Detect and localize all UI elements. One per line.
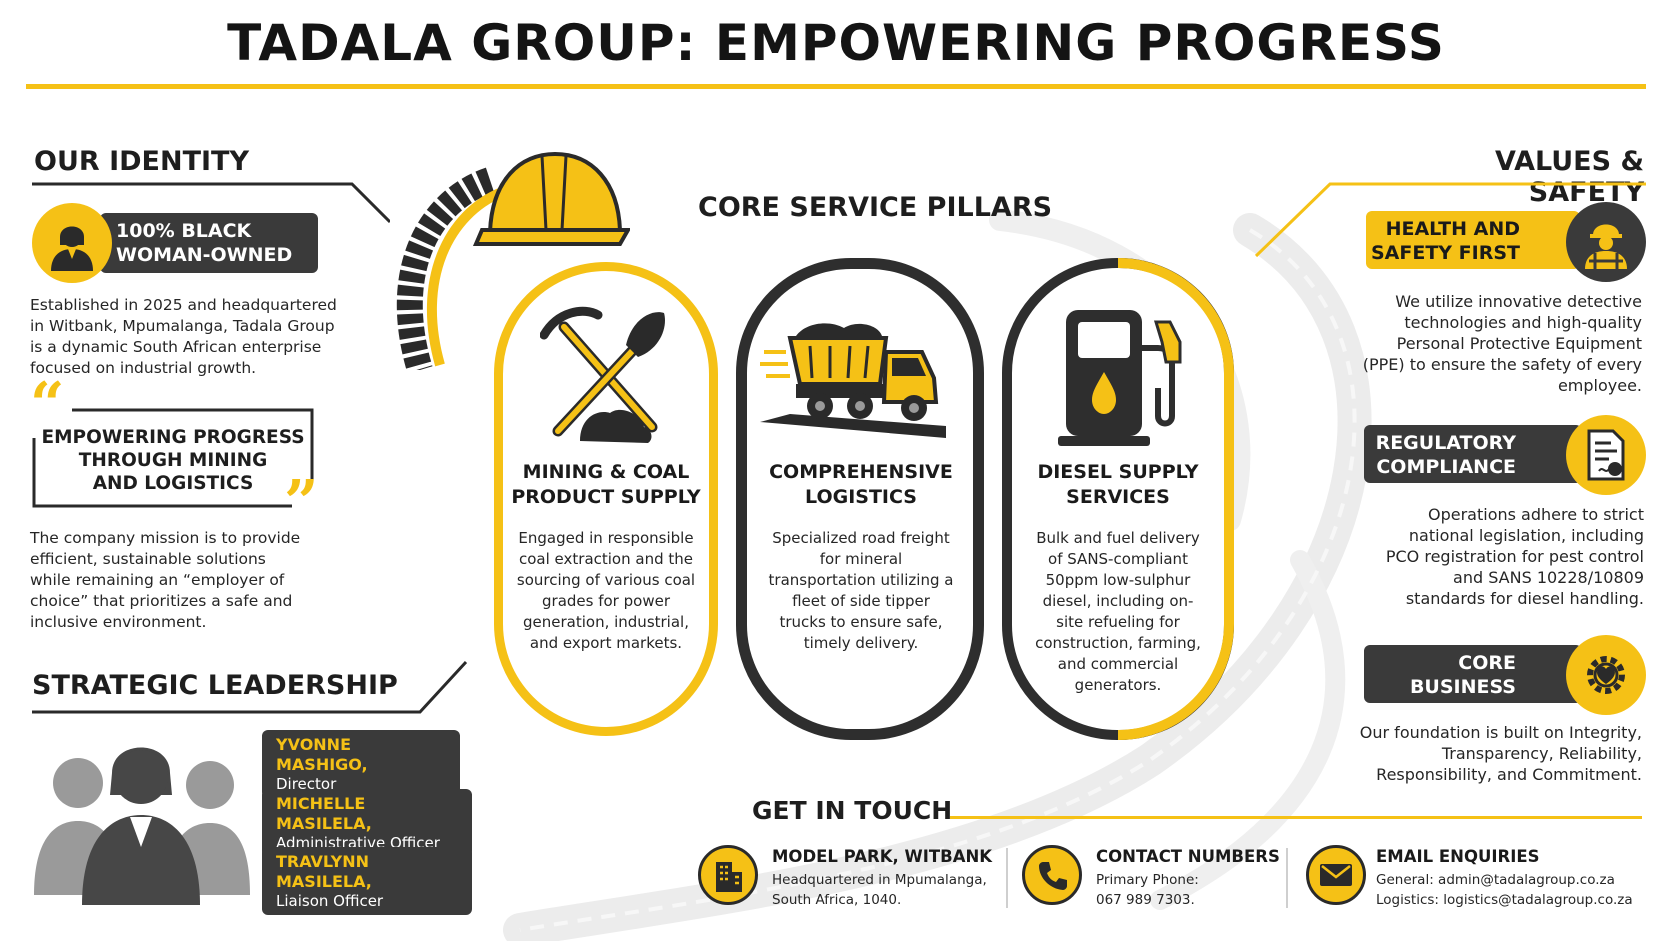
pillar-diesel-text: Bulk and fuel delivery of SANS-compliant… <box>1035 529 1201 694</box>
pillar-logistics-text: Specialized road freight for mineral tra… <box>768 529 954 652</box>
leader-role: Liaison Officer <box>276 892 384 910</box>
value-badge-compliance-line1: REGULATORY <box>1375 432 1516 454</box>
leader-name: YVONNE MASHIGO, <box>276 735 368 774</box>
value-badge-safety-line2: SAFETY FIRST <box>1370 242 1520 264</box>
value-text-virtues: Our foundation is built on Integrity, Tr… <box>1359 723 1642 784</box>
contact-divider <box>1006 848 1008 908</box>
contact-address-line2: South Africa, 1040. <box>772 892 902 908</box>
safety-worker-icon <box>1566 202 1646 282</box>
pillar-mining-text: Engaged in responsible coal extraction a… <box>516 529 696 652</box>
contact-phone-text: Primary Phone: 067 989 7303. <box>1096 870 1199 910</box>
envelope-icon <box>1306 845 1366 905</box>
tipper-truck-icon <box>760 323 946 438</box>
contact-divider <box>1286 848 1288 908</box>
values-heading-line <box>1254 182 1646 258</box>
pillar-mining-title-line1: MINING & COAL <box>522 461 690 483</box>
leadership-heading: STRATEGIC LEADERSHIP <box>32 670 398 701</box>
leader-name: MICHELLE MASILELA, <box>276 794 372 833</box>
contact-heading: GET IN TOUCH <box>752 796 953 825</box>
value-badge-safety-line1: HEALTH AND <box>1385 218 1520 240</box>
ownership-badge-line1: 100% BLACK <box>116 220 252 242</box>
pillar-mining-title: MINING & COAL PRODUCT SUPPLY <box>508 460 704 510</box>
hard-hat-road-icon <box>396 151 630 370</box>
phone-icon <box>1022 845 1082 905</box>
contact-email-logistics[interactable]: Logistics: logistics@tadalagroup.co.za <box>1376 892 1633 908</box>
contact-address-title: MODEL PARK, WITBANK <box>772 847 993 866</box>
pillar-logistics-title: COMPREHENSIVE LOGISTICS <box>758 460 964 510</box>
leadership-heading-line <box>32 660 468 714</box>
title-underline <box>26 84 1646 89</box>
pillar-logistics-title-line1: COMPREHENSIVE <box>769 461 953 483</box>
building-icon <box>698 845 758 905</box>
leader-role: Director <box>276 775 337 793</box>
mission-quote: EMPOWERING PROGRESS THROUGH MINING AND L… <box>38 426 308 495</box>
fuel-pump-icon <box>1058 310 1182 446</box>
identity-heading: OUR IDENTITY <box>34 146 249 177</box>
mission-quote-line3: AND LOGISTICS <box>92 473 254 494</box>
value-badge-virtues-line2: VIRTUES <box>1425 700 1516 722</box>
mission-quote-line1: EMPOWERING PROGRESS <box>41 427 305 448</box>
quote-bracket-frame <box>32 408 314 508</box>
pillar-diesel-title-line2: SERVICES <box>1066 486 1170 508</box>
mission-quote-line2: THROUGH MINING <box>78 450 268 471</box>
contact-heading-line <box>950 816 1642 819</box>
pillar-diesel-title: DIESEL SUPPLY SERVICES <box>1020 460 1216 510</box>
identity-description: Established in 2025 and headquartered in… <box>30 296 337 377</box>
leader-card-1: YVONNE MASHIGO, Director <box>262 730 460 798</box>
leader-name: TRAVLYNN MASILELA, <box>276 852 372 891</box>
mission-statement: The company mission is to provide effici… <box>30 529 301 631</box>
pillar-mining-title-line2: PRODUCT SUPPLY <box>511 486 701 508</box>
contact-phone-title: CONTACT NUMBERS <box>1096 847 1280 866</box>
contact-phone-line1: Primary Phone: <box>1096 872 1199 888</box>
contact-address-line1: Headquartered in Mpumalanga, <box>772 872 987 888</box>
value-text-safety: We utilize innovative detective technolo… <box>1362 292 1642 395</box>
pillar-mining <box>494 262 718 736</box>
contact-email-general[interactable]: General: admin@tadalagroup.co.za <box>1376 872 1615 888</box>
contact-phone-number[interactable]: 067 989 7303. <box>1096 892 1195 908</box>
pickaxe-shovel-icon <box>540 306 665 443</box>
ownership-badge-line2: WOMAN-OWNED <box>116 244 293 266</box>
page-title: TADALA GROUP: EMPOWERING PROGRESS <box>227 14 1445 72</box>
value-badge-virtues-line1: CORE BUSINESS <box>1409 652 1516 698</box>
leader-card-3: TRAVLYNN MASILELA, Liaison Officer <box>262 847 472 915</box>
contact-email-text: General: admin@tadalagroup.co.za Logisti… <box>1376 870 1633 910</box>
identity-heading-line <box>32 182 390 224</box>
businesswoman-icon <box>32 203 112 283</box>
ownership-badge: 100% BLACK WOMAN-OWNED <box>100 213 318 273</box>
value-badge-virtues: CORE BUSINESS VIRTUES <box>1364 645 1582 722</box>
value-text-compliance: Operations adhere to strict national leg… <box>1385 505 1644 608</box>
value-badge-compliance: REGULATORY COMPLIANCE <box>1364 425 1582 483</box>
pillar-logistics-title-line2: LOGISTICS <box>805 486 917 508</box>
pillars-heading: CORE SERVICE PILLARS <box>698 192 1053 223</box>
pillar-diesel-yellow-arc <box>1117 258 1234 740</box>
close-quote-mark: ” <box>284 468 319 538</box>
value-badge-safety: HEALTH AND SAFETY FIRST <box>1366 211 1580 269</box>
gear-heart-icon <box>1566 635 1646 715</box>
leadership-people-icon <box>34 747 250 905</box>
value-badge-compliance-line2: COMPLIANCE <box>1376 456 1516 478</box>
pillar-diesel-title-line1: DIESEL SUPPLY <box>1037 461 1199 483</box>
contact-email-title: EMAIL ENQUIRIES <box>1376 847 1540 866</box>
values-heading: VALUES & SAFETY <box>1495 146 1644 208</box>
compliance-document-icon <box>1566 415 1646 495</box>
open-quote-mark: “ <box>30 370 65 440</box>
contact-address-text: Headquartered in Mpumalanga, South Afric… <box>772 870 987 910</box>
